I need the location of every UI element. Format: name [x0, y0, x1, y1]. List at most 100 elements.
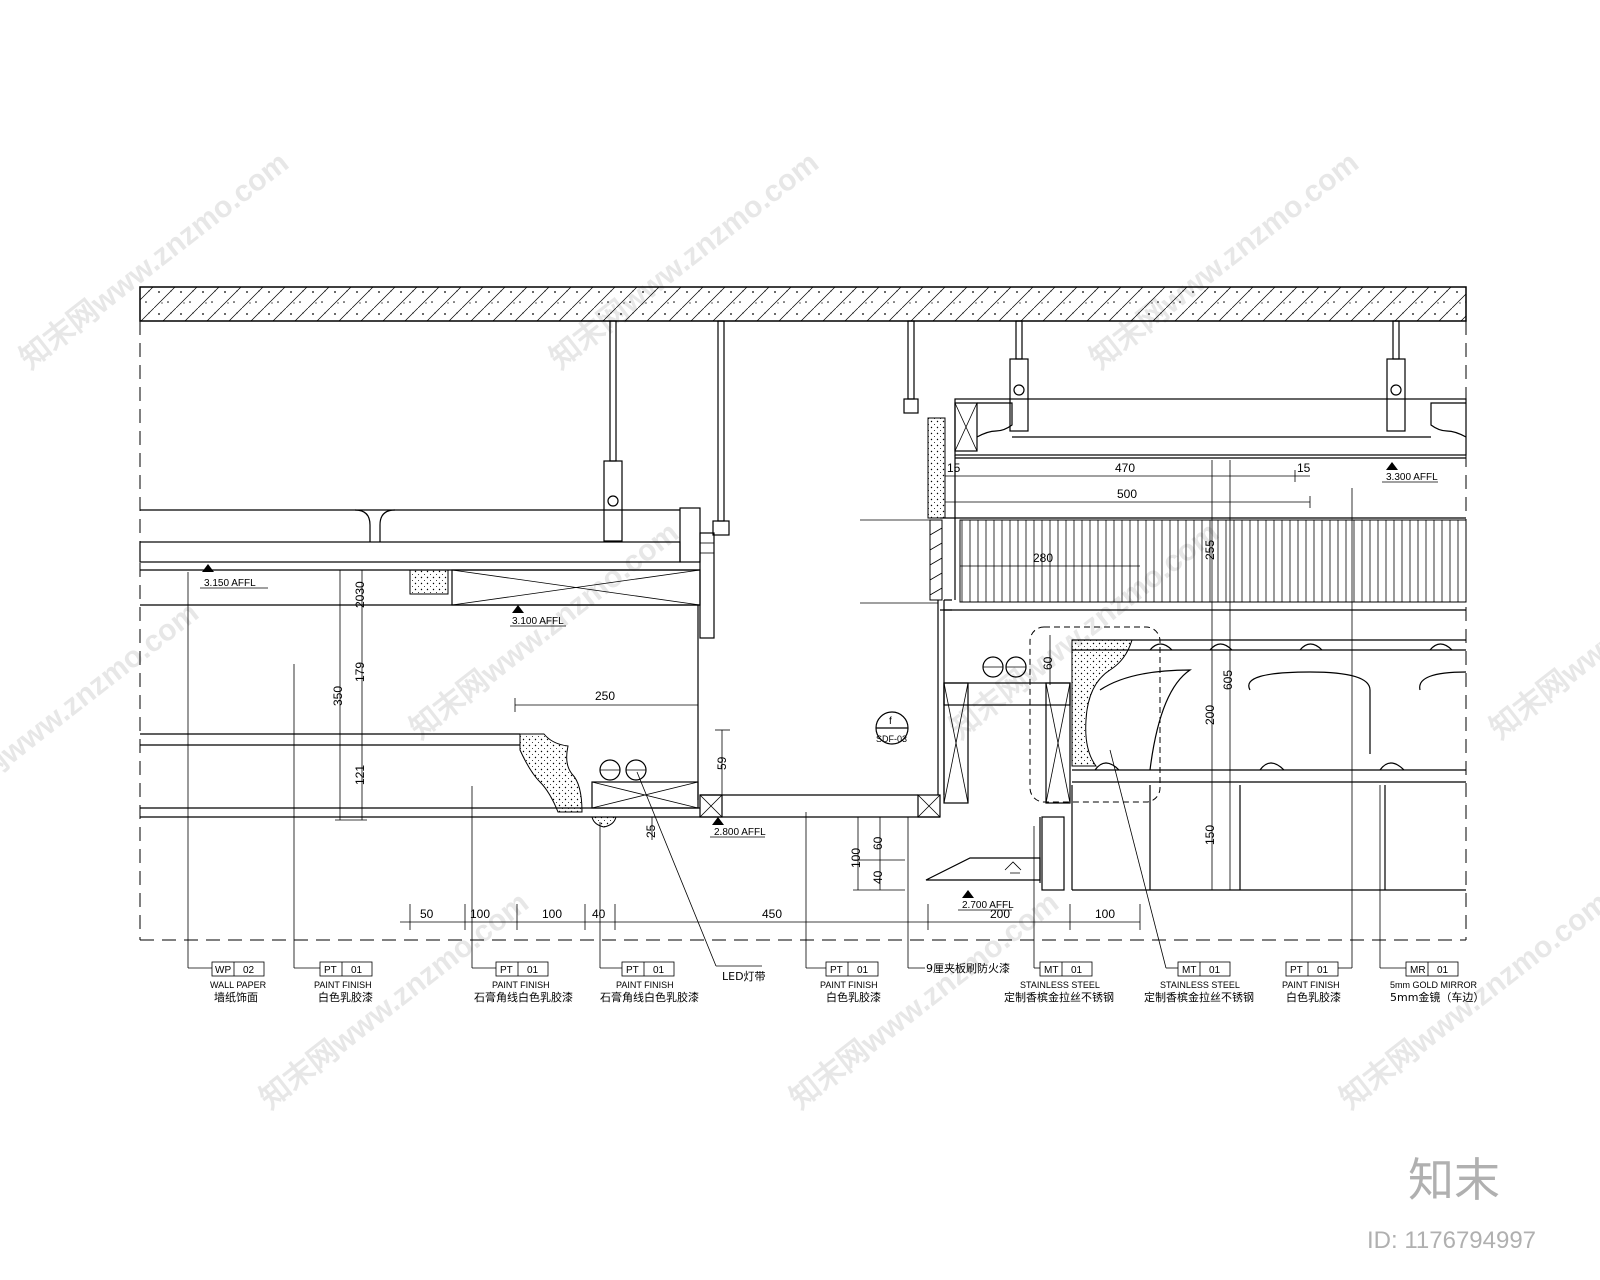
dim-25: 25 — [644, 824, 658, 838]
plaster-cornice — [519, 733, 583, 813]
dim-200: 200 — [990, 907, 1010, 921]
material-code: PT — [500, 965, 513, 976]
dim-605: 605 — [1221, 670, 1235, 690]
right-cornice — [925, 626, 1467, 891]
material-code: WP — [215, 965, 231, 976]
material-code: PT — [324, 965, 337, 976]
left-ceiling — [139, 507, 715, 828]
material-number: 01 — [1209, 965, 1221, 976]
level-2800: 2.800 AFFL — [714, 827, 766, 838]
central-recess — [699, 600, 945, 818]
material-en: STAINLESS STEEL — [1160, 980, 1240, 990]
watermark-text: 知末网www.znzmo.com — [1484, 516, 1600, 746]
material-code: PT — [626, 965, 639, 976]
hanger-rods — [603, 320, 1406, 542]
dim-200-vertical: 200 — [1203, 705, 1217, 725]
material-tag-7: MT 01 STAINLESS STEEL 定制香槟金拉丝不锈钢 — [1144, 961, 1254, 1004]
watermark-brand-logo: 知末 — [1408, 1153, 1500, 1207]
material-en: PAINT FINISH — [820, 980, 878, 990]
dim-121: 121 — [353, 765, 367, 785]
material-number: 02 — [243, 965, 255, 976]
material-tag-8: PT 01 PAINT FINISH 白色乳胶漆 — [1282, 961, 1352, 1004]
material-number: 01 — [527, 965, 539, 976]
plywood-label: 9厘夹板刷防火漆 — [926, 961, 1010, 975]
material-tag-1: WP 02 WALL PAPER 墙纸饰面 — [188, 961, 267, 1004]
material-number: 01 — [1437, 965, 1449, 976]
material-cn: 5mm金镜（车边） — [1390, 990, 1484, 1004]
watermark-text: 知末网www.znzmo.com — [0, 596, 205, 826]
material-tag-6: MT 01 STAINLESS STEEL 定制香槟金拉丝不锈钢 — [1004, 961, 1114, 1004]
material-cn: 白色乳胶漆 — [318, 990, 373, 1004]
led-strip-label: LED灯带 — [722, 970, 766, 983]
dim-179: 179 — [353, 662, 367, 682]
material-en: PAINT FINISH — [1282, 980, 1340, 990]
watermark-text: 知末网www.znzmo.com — [544, 146, 825, 376]
dim-15: 15 — [1297, 461, 1311, 475]
section-marker: f SDF-03 — [875, 711, 909, 745]
material-cn: 石膏角线白色乳胶漆 — [600, 990, 699, 1004]
dim-350: 350 — [331, 686, 345, 706]
dim-450: 450 — [762, 907, 782, 921]
material-code: PT — [830, 965, 843, 976]
material-cn: 石膏角线白色乳胶漆 — [474, 990, 573, 1004]
material-cn: 白色乳胶漆 — [826, 990, 881, 1004]
dim-60-right: 60 — [1041, 656, 1055, 670]
material-number: 01 — [653, 965, 665, 976]
material-en: PAINT FINISH — [492, 980, 550, 990]
dim-100: 100 — [470, 907, 490, 921]
dim-100-vertical: 100 — [849, 848, 863, 868]
dim-100: 100 — [1095, 907, 1115, 921]
watermark-text: 知末网www.znzmo.com — [1084, 146, 1365, 376]
dim-280: 280 — [1033, 551, 1053, 565]
material-number: 01 — [857, 965, 869, 976]
dim-150: 150 — [1203, 825, 1217, 845]
material-cn: 墙纸饰面 — [214, 990, 258, 1004]
material-tag-4: PT 01 PAINT FINISH 石膏角线白色乳胶漆 — [600, 961, 699, 1004]
dim-59: 59 — [715, 756, 729, 770]
material-tag-5: PT 01 PAINT FINISH 白色乳胶漆 — [806, 961, 881, 1004]
section-letter: f — [889, 716, 892, 727]
material-code: MR — [1410, 965, 1426, 976]
dim-100: 100 — [542, 907, 562, 921]
level-3150: 3.150 AFFL — [204, 578, 256, 589]
dim-50: 50 — [420, 907, 434, 921]
material-cn: 白色乳胶漆 — [1286, 990, 1341, 1004]
led-note: LED灯带 — [716, 965, 766, 983]
dim-40-vertical: 40 — [871, 870, 885, 884]
material-tag-9: MR 01 5mm GOLD MIRROR 5mm金镜（车边） — [1380, 961, 1484, 1004]
concrete-slab — [139, 286, 1467, 322]
material-number: 01 — [1071, 965, 1083, 976]
material-code: PT — [1290, 965, 1303, 976]
material-en: PAINT FINISH — [314, 980, 372, 990]
material-code: MT — [1182, 965, 1196, 976]
dim-40: 40 — [592, 907, 606, 921]
dim-255: 255 — [1203, 540, 1217, 560]
leader-lines — [187, 488, 1381, 969]
material-en: PAINT FINISH — [616, 980, 674, 990]
material-number: 01 — [1317, 965, 1329, 976]
level-3100: 3.100 AFFL — [512, 616, 564, 627]
level-2700: 2.700 AFFL — [962, 900, 1014, 911]
right-ceiling — [927, 398, 1467, 611]
dimension-lines: 470 15 15 500 280 255 605 200 150 60 203… — [331, 460, 1311, 930]
dim-250: 250 — [595, 689, 615, 703]
watermark-text: 知末网www.znzmo.com — [404, 516, 685, 746]
material-code: MT — [1044, 965, 1058, 976]
dim-15: 15 — [947, 461, 961, 475]
dim-500: 500 — [1117, 487, 1137, 501]
watermark-id: ID: 1176794997 — [1367, 1227, 1536, 1254]
material-en: 5mm GOLD MIRROR — [1390, 980, 1478, 990]
dim-470: 470 — [1115, 461, 1135, 475]
material-en: STAINLESS STEEL — [1020, 980, 1100, 990]
level-3300: 3.300 AFFL — [1386, 472, 1438, 483]
dim-2030: 2030 — [353, 581, 367, 608]
material-cn: 定制香槟金拉丝不锈钢 — [1004, 990, 1114, 1004]
material-tag-2: PT 01 PAINT FINISH 白色乳胶漆 — [294, 961, 373, 1004]
material-tag-3: PT 01 PAINT FINISH 石膏角线白色乳胶漆 — [472, 961, 573, 1004]
section-ref: SDF-03 — [876, 734, 907, 744]
watermark-text: 知末网www.znzmo.com — [14, 146, 295, 376]
material-cn: 定制香槟金拉丝不锈钢 — [1144, 990, 1254, 1004]
board-note: 9厘夹板刷防火漆 — [908, 961, 1010, 975]
level-markers: 3.150 AFFL 3.100 AFFL 2.800 AFFL 2.700 A… — [200, 462, 1438, 911]
